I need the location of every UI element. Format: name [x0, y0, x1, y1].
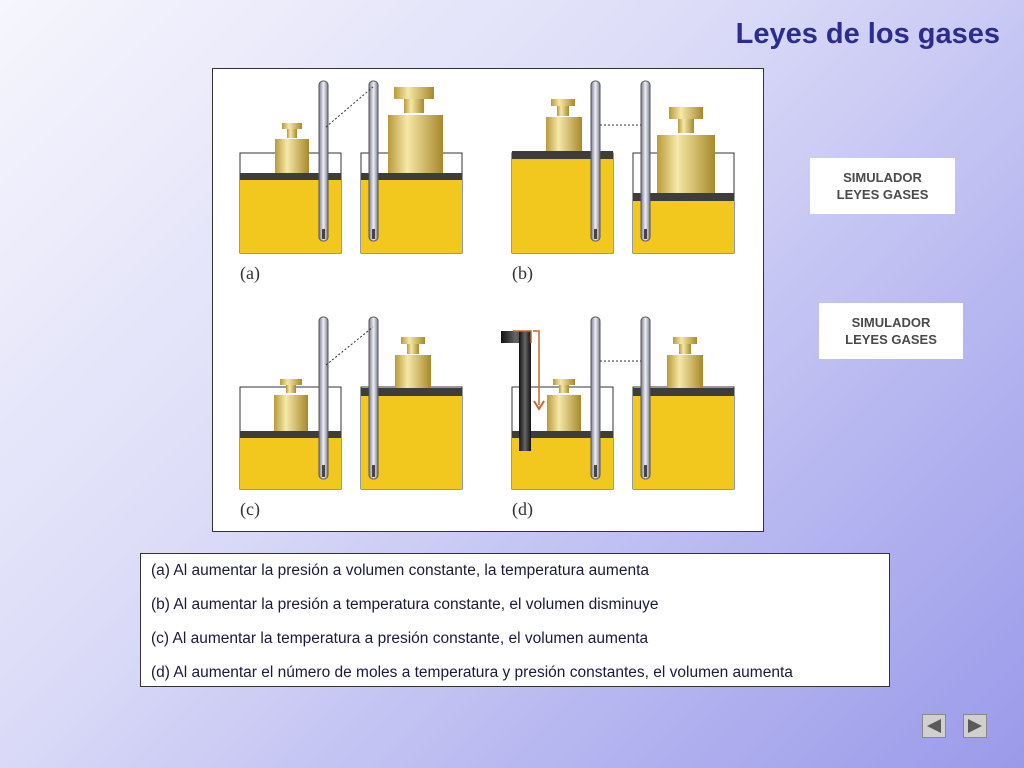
panel-d: (d)	[501, 316, 735, 520]
gas-inlet-pipe	[501, 330, 545, 451]
caption-box: (a) Al aumentar la presión a volumen con…	[140, 553, 890, 687]
gas-laws-figure: (a)	[212, 68, 764, 532]
simulator-button-2-line1: SIMULADOR	[851, 315, 931, 330]
simulator-button-1-line1: SIMULADOR	[843, 170, 922, 185]
triangle-left-icon	[927, 719, 941, 733]
panel-label-b: (b)	[512, 263, 533, 284]
panel-label-a: (a)	[240, 263, 260, 284]
caption-d: (d) Al aumentar el número de moles a tem…	[151, 664, 793, 681]
piston	[240, 173, 341, 180]
thermometer	[318, 80, 329, 242]
simulator-button-2[interactable]: SIMULADOR LEYES GASES	[819, 303, 963, 359]
caption-a: (a) Al aumentar la presión a volumen con…	[151, 562, 649, 579]
previous-slide-button[interactable]	[922, 714, 946, 738]
panel-c: (c)	[239, 316, 463, 520]
panel-b: (b)	[511, 80, 735, 284]
weight	[275, 123, 309, 173]
simulator-button-1[interactable]: SIMULADOR LEYES GASES	[810, 158, 955, 214]
next-slide-button[interactable]	[963, 714, 987, 738]
simulator-button-2-line2: LEYES GASES	[845, 332, 937, 347]
caption-c: (c) Al aumentar la temperatura a presión…	[151, 630, 649, 647]
panel-label-c: (c)	[240, 499, 260, 520]
simulator-button-1-line2: LEYES GASES	[836, 187, 929, 202]
caption-b: (b) Al aumentar la presión a temperatura…	[151, 596, 659, 613]
panel-label-d: (d)	[512, 499, 533, 520]
page-title: Leyes de los gases	[735, 18, 1000, 50]
triangle-right-icon	[968, 719, 982, 733]
panel-a: (a)	[239, 80, 463, 284]
